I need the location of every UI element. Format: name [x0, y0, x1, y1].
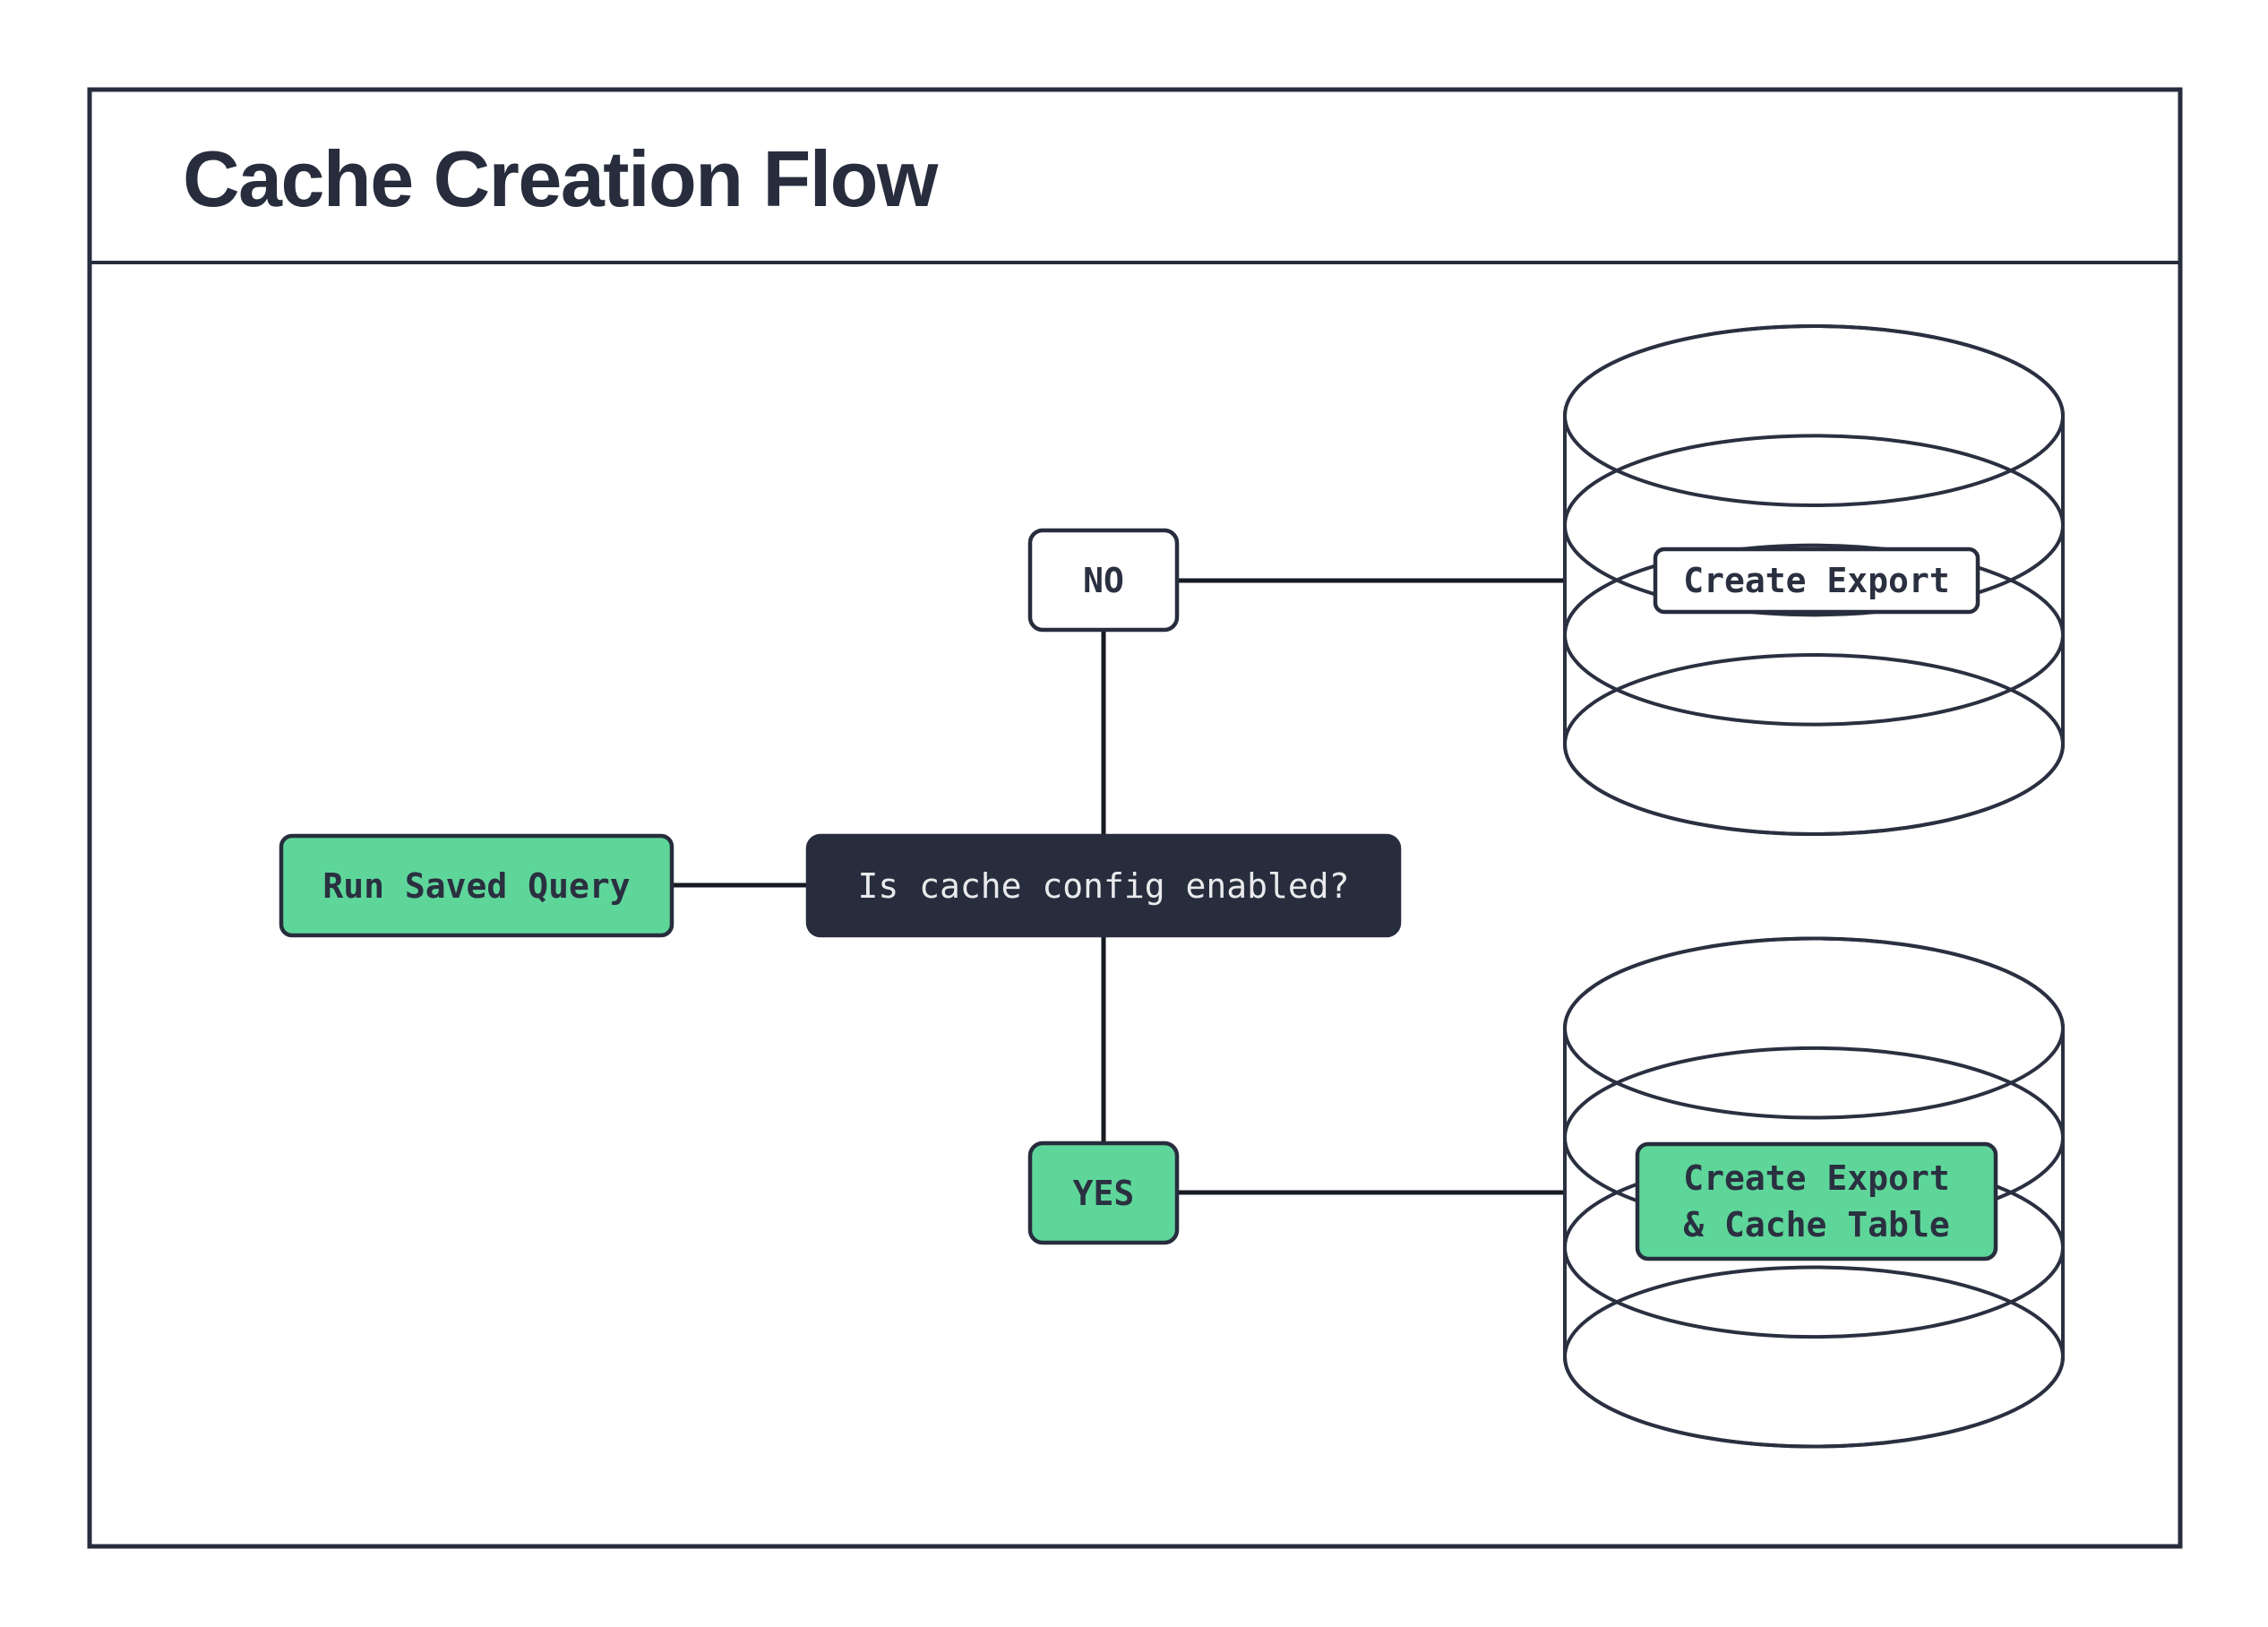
node-run-saved-query: [279, 833, 674, 938]
node-no-label: NO: [1083, 561, 1124, 600]
label-create-export-cache-box: [1635, 1141, 1998, 1261]
node-no: [1027, 528, 1180, 633]
database-cylinder-bottom: Create Export & Cache Table: [1563, 936, 2065, 1449]
label-create-export-cache-line1: Create Export: [1683, 1158, 1949, 1198]
page-title: Cache Creation Flow: [183, 134, 939, 223]
flow-nodes: Run Saved Query Is cache config enabled?…: [279, 528, 1402, 1245]
edges: [672, 578, 1565, 1195]
label-create-export-box: [1653, 547, 1980, 615]
node-yes: [1027, 1141, 1180, 1245]
database-cylinder-top: Create Export: [1563, 324, 2065, 836]
node-question-label: Is cache config enabled?: [857, 866, 1349, 906]
outer-frame: [87, 87, 2183, 1549]
node-yes-label: YES: [1073, 1174, 1135, 1213]
node-run-saved-query-label: Run Saved Query: [322, 866, 630, 906]
label-create-export-cache-line2: & Cache Table: [1683, 1205, 1949, 1244]
node-question: [805, 833, 1402, 938]
label-create-export: Create Export: [1683, 561, 1949, 600]
